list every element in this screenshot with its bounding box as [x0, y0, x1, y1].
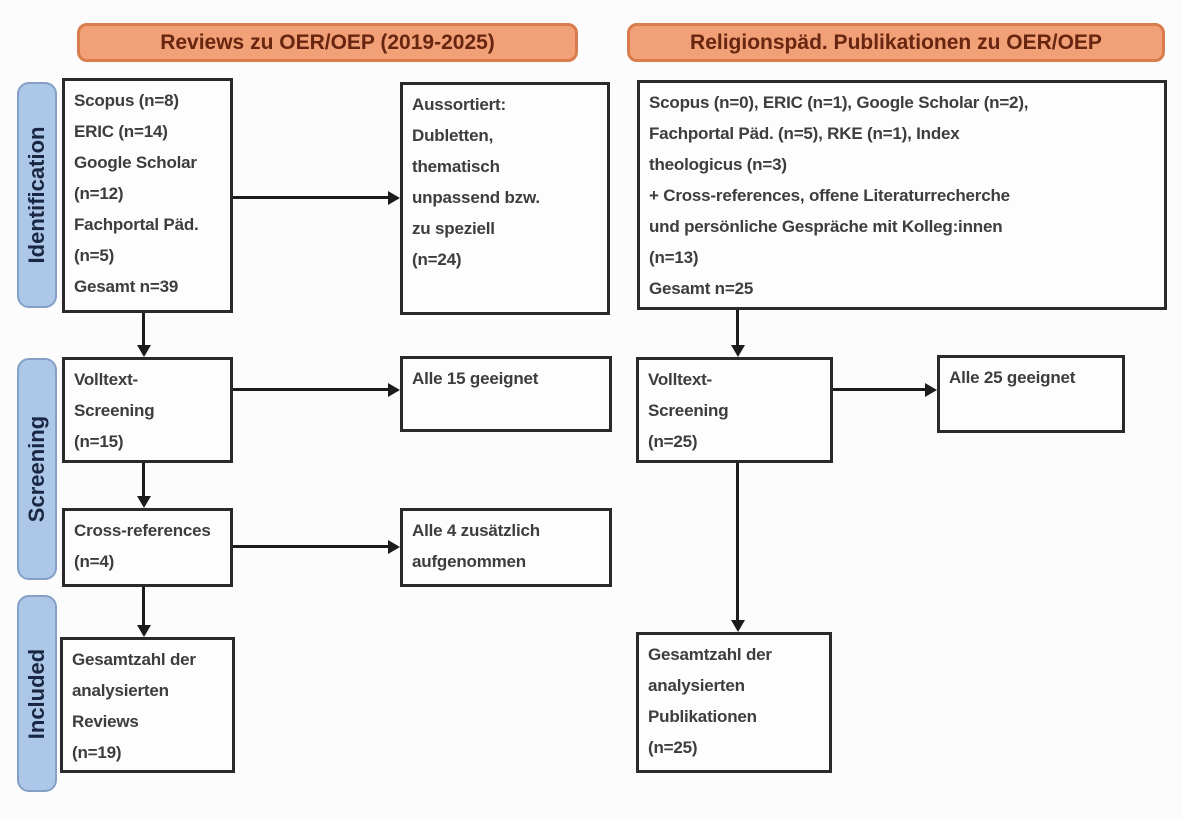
stage-label-included: Included	[17, 595, 57, 792]
flow-box-left-included-total: Gesamtzahl der analysierten Reviews (n=1…	[60, 637, 235, 773]
arrow-left-sources-to-excluded	[233, 196, 389, 199]
arrow-right-fulltext-to-included	[736, 463, 739, 621]
arrow-right-fulltext-to-result	[833, 388, 926, 391]
arrow-left-sources-to-fulltext	[142, 313, 145, 346]
flow-box-left-cross-references-result: Alle 4 zusätzlich aufgenommen	[400, 508, 612, 587]
flow-box-left-fulltext-result: Alle 15 geeignet	[400, 356, 612, 432]
flow-box-left-fulltext-screening: Volltext- Screening (n=15)	[62, 357, 233, 463]
column-header-reviews: Reviews zu OER/OEP (2019-2025)	[77, 23, 578, 62]
flow-box-right-included-total: Gesamtzahl der analysierten Publikatione…	[636, 632, 832, 773]
flow-box-right-fulltext-result: Alle 25 geeignet	[937, 355, 1125, 433]
stage-label-included-text: Included	[24, 648, 49, 739]
column-header-religionspaed: Religionspäd. Publikationen zu OER/OEP	[627, 23, 1165, 62]
stage-label-screening-text: Screening	[24, 415, 49, 523]
stage-label-screening: Screening	[17, 358, 57, 580]
arrow-left-crossref-to-result	[233, 545, 389, 548]
flow-box-left-cross-references: Cross-references (n=4)	[62, 508, 233, 587]
flow-box-right-fulltext-screening: Volltext- Screening (n=25)	[636, 357, 833, 463]
arrow-right-sources-to-fulltext	[736, 310, 739, 346]
flow-box-left-excluded: Aussortiert: Dubletten, thematisch unpas…	[400, 82, 610, 315]
flow-box-right-sources: Scopus (n=0), ERIC (n=1), Google Scholar…	[637, 80, 1167, 310]
stage-label-identification: Identification	[17, 82, 57, 308]
arrow-left-fulltext-to-crossref	[142, 463, 145, 497]
arrow-left-fulltext-to-result	[233, 388, 389, 391]
arrow-left-crossref-to-included	[142, 587, 145, 626]
stage-label-identification-text: Identification	[24, 126, 49, 264]
flow-box-left-sources: Scopus (n=8) ERIC (n=14) Google Scholar …	[62, 78, 233, 313]
